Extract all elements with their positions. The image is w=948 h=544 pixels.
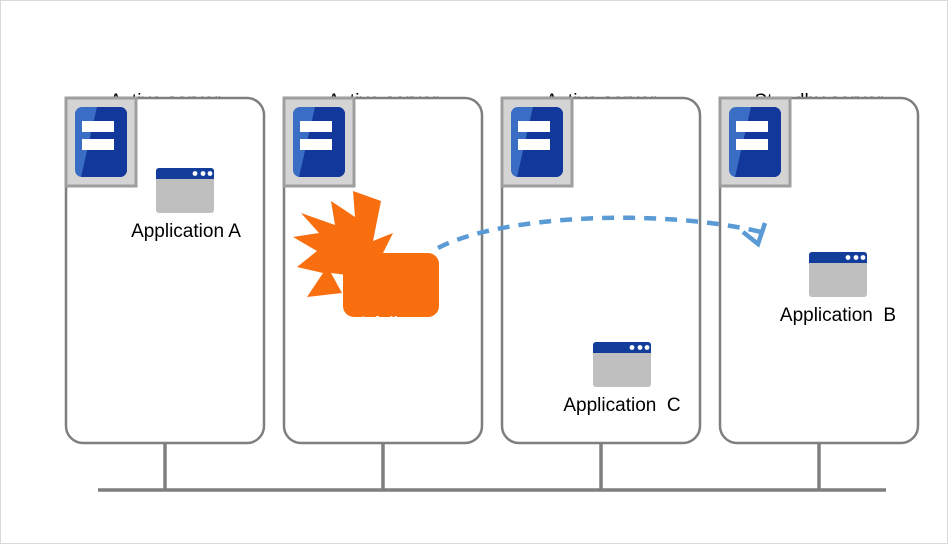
- server-icon-server-4: [718, 96, 792, 188]
- application-label-b: Application B: [779, 305, 897, 326]
- app-window-titlebar: [809, 252, 867, 263]
- server-icon-slot-top: [518, 121, 550, 132]
- app-window-titlebar: [156, 168, 214, 179]
- server-icon-slot-bottom: [736, 139, 768, 150]
- failover-arrow: [436, 215, 768, 250]
- app-window-dot-2: [853, 255, 859, 260]
- server-icon-server-1: [64, 96, 138, 188]
- app-window-titlebar: [593, 342, 651, 353]
- failure-badge-bg: [343, 253, 439, 317]
- failure-burst-icon: [293, 191, 393, 297]
- app-window-dot-3: [207, 171, 213, 176]
- failure-badge-line-1: A failure: [356, 314, 426, 335]
- server-icon-slot-bottom: [300, 139, 332, 150]
- server-icon-server-2: [282, 96, 356, 188]
- app-window-dot-3: [860, 255, 866, 260]
- app-window-dot-1: [192, 171, 198, 176]
- app-window-body: [593, 342, 651, 387]
- app-window-body: [809, 252, 867, 297]
- network-bus: [98, 443, 886, 492]
- application-label-a: Application A: [131, 221, 241, 242]
- app-window-body: [156, 168, 214, 213]
- app-window-dot-3: [644, 345, 650, 350]
- app-window-dot-1: [629, 345, 635, 350]
- failure-burst-shape: [293, 191, 393, 297]
- server-icon-slot-bottom: [518, 139, 550, 150]
- failure-badge-line-2: occurs: [363, 392, 419, 413]
- failure-badge-text: A failure occurs: [343, 260, 439, 468]
- server-icon-server-3: [500, 96, 574, 188]
- failure-badge[interactable]: [343, 253, 439, 317]
- app-window-dot-1: [845, 255, 851, 260]
- app-window-dot-2: [200, 171, 206, 176]
- application-label-c: Application C: [563, 395, 681, 416]
- application-icon-b[interactable]: [809, 252, 867, 297]
- application-icon-c[interactable]: [593, 342, 651, 387]
- server-icon-slot-bottom: [82, 139, 114, 150]
- server-icon-slot-top: [82, 121, 114, 132]
- server-icon-slot-top: [300, 121, 332, 132]
- server-icon-slot-top: [736, 121, 768, 132]
- failover-arrow-head: [741, 222, 768, 248]
- app-window-dot-2: [637, 345, 643, 350]
- application-icon-a[interactable]: [156, 168, 214, 213]
- failover-arrow-path: [436, 215, 762, 250]
